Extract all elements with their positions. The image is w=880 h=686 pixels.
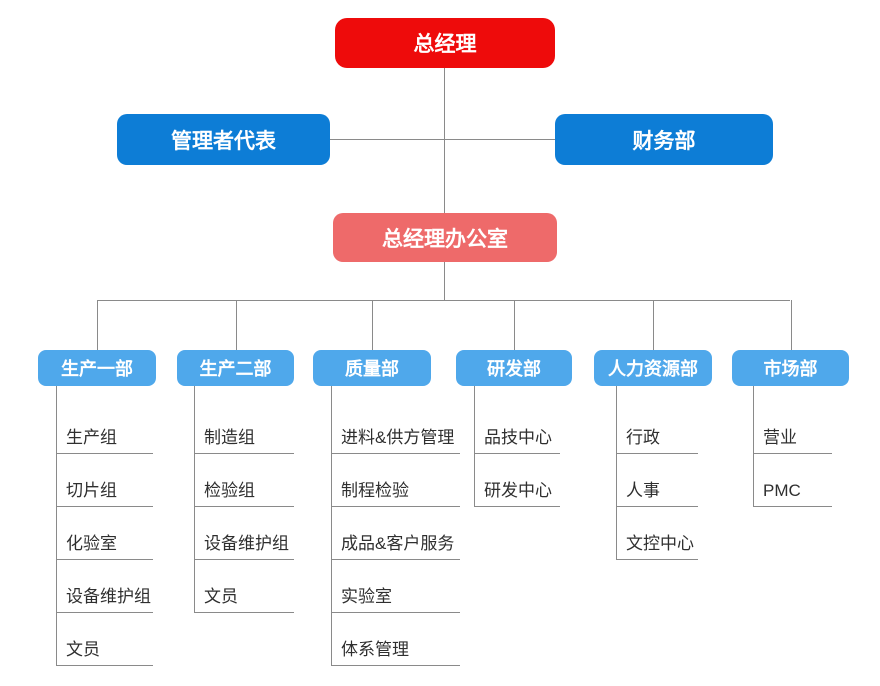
node-label: 总经理办公室 — [382, 227, 508, 251]
connector-bus-line — [97, 300, 790, 301]
connector-rail-line — [194, 386, 195, 613]
sub-unit-item: 文控中心 — [616, 507, 698, 560]
node-gm-office: 总经理办公室 — [333, 213, 557, 262]
department-box: 人力资源部 — [594, 350, 712, 386]
sub-unit-item: 检验组 — [194, 454, 294, 507]
sub-unit-item: 设备维护组 — [56, 560, 153, 613]
sub-unit-item: 文员 — [56, 613, 153, 666]
sub-unit-item: 化验室 — [56, 507, 153, 560]
sub-unit-item: 研发中心 — [474, 454, 560, 507]
department-box: 市场部 — [732, 350, 849, 386]
department-box: 生产一部 — [38, 350, 156, 386]
sub-unit-item: 文员 — [194, 560, 294, 613]
sub-unit-item: 行政 — [616, 401, 698, 454]
connector-line — [444, 68, 445, 213]
node-label: 财务部 — [632, 129, 696, 153]
department-label: 市场部 — [763, 359, 818, 379]
sub-unit-item: 切片组 — [56, 454, 153, 507]
sub-unit-item: PMC — [753, 454, 832, 507]
connector-rail-line — [753, 386, 754, 507]
sub-unit-item: 进料&供方管理 — [331, 401, 460, 454]
connector-rail-line — [474, 386, 475, 507]
department-box: 质量部 — [313, 350, 431, 386]
sub-unit-item: 体系管理 — [331, 613, 460, 666]
department-label: 质量部 — [345, 359, 399, 379]
connector-line — [235, 300, 237, 350]
connector-line — [653, 300, 654, 350]
connector-line — [330, 139, 555, 140]
sub-unit-item: 营业 — [753, 401, 832, 454]
connector-line — [514, 300, 515, 350]
connector-line — [97, 300, 98, 350]
department-box: 研发部 — [456, 350, 572, 386]
sub-unit-item: 设备维护组 — [194, 507, 294, 560]
connector-rail-line — [331, 386, 332, 666]
sub-unit-item: 人事 — [616, 454, 698, 507]
node-finance-department: 财务部 — [555, 114, 773, 165]
sub-unit-item: 品技中心 — [474, 401, 560, 454]
node-management-representative: 管理者代表 — [117, 114, 330, 165]
connector-line — [444, 262, 445, 300]
department-box: 生产二部 — [177, 350, 294, 386]
node-label: 管理者代表 — [171, 129, 276, 153]
department-label: 人力资源部 — [608, 359, 698, 379]
sub-unit-item: 实验室 — [331, 560, 460, 613]
department-label: 生产一部 — [61, 359, 133, 379]
sub-unit-item: 生产组 — [56, 401, 153, 454]
department-label: 研发部 — [487, 359, 541, 379]
connector-line — [790, 300, 792, 350]
node-label: 总经理 — [413, 33, 477, 56]
sub-unit-item: 成品&客户服务 — [331, 507, 460, 560]
department-label: 生产二部 — [199, 359, 272, 379]
connector-rail-line — [56, 386, 57, 666]
node-general-manager: 总经理 — [335, 18, 555, 68]
sub-unit-item: 制造组 — [194, 401, 294, 454]
connector-line — [372, 300, 373, 350]
sub-unit-item: 制程检验 — [331, 454, 460, 507]
connector-rail-line — [616, 386, 617, 560]
